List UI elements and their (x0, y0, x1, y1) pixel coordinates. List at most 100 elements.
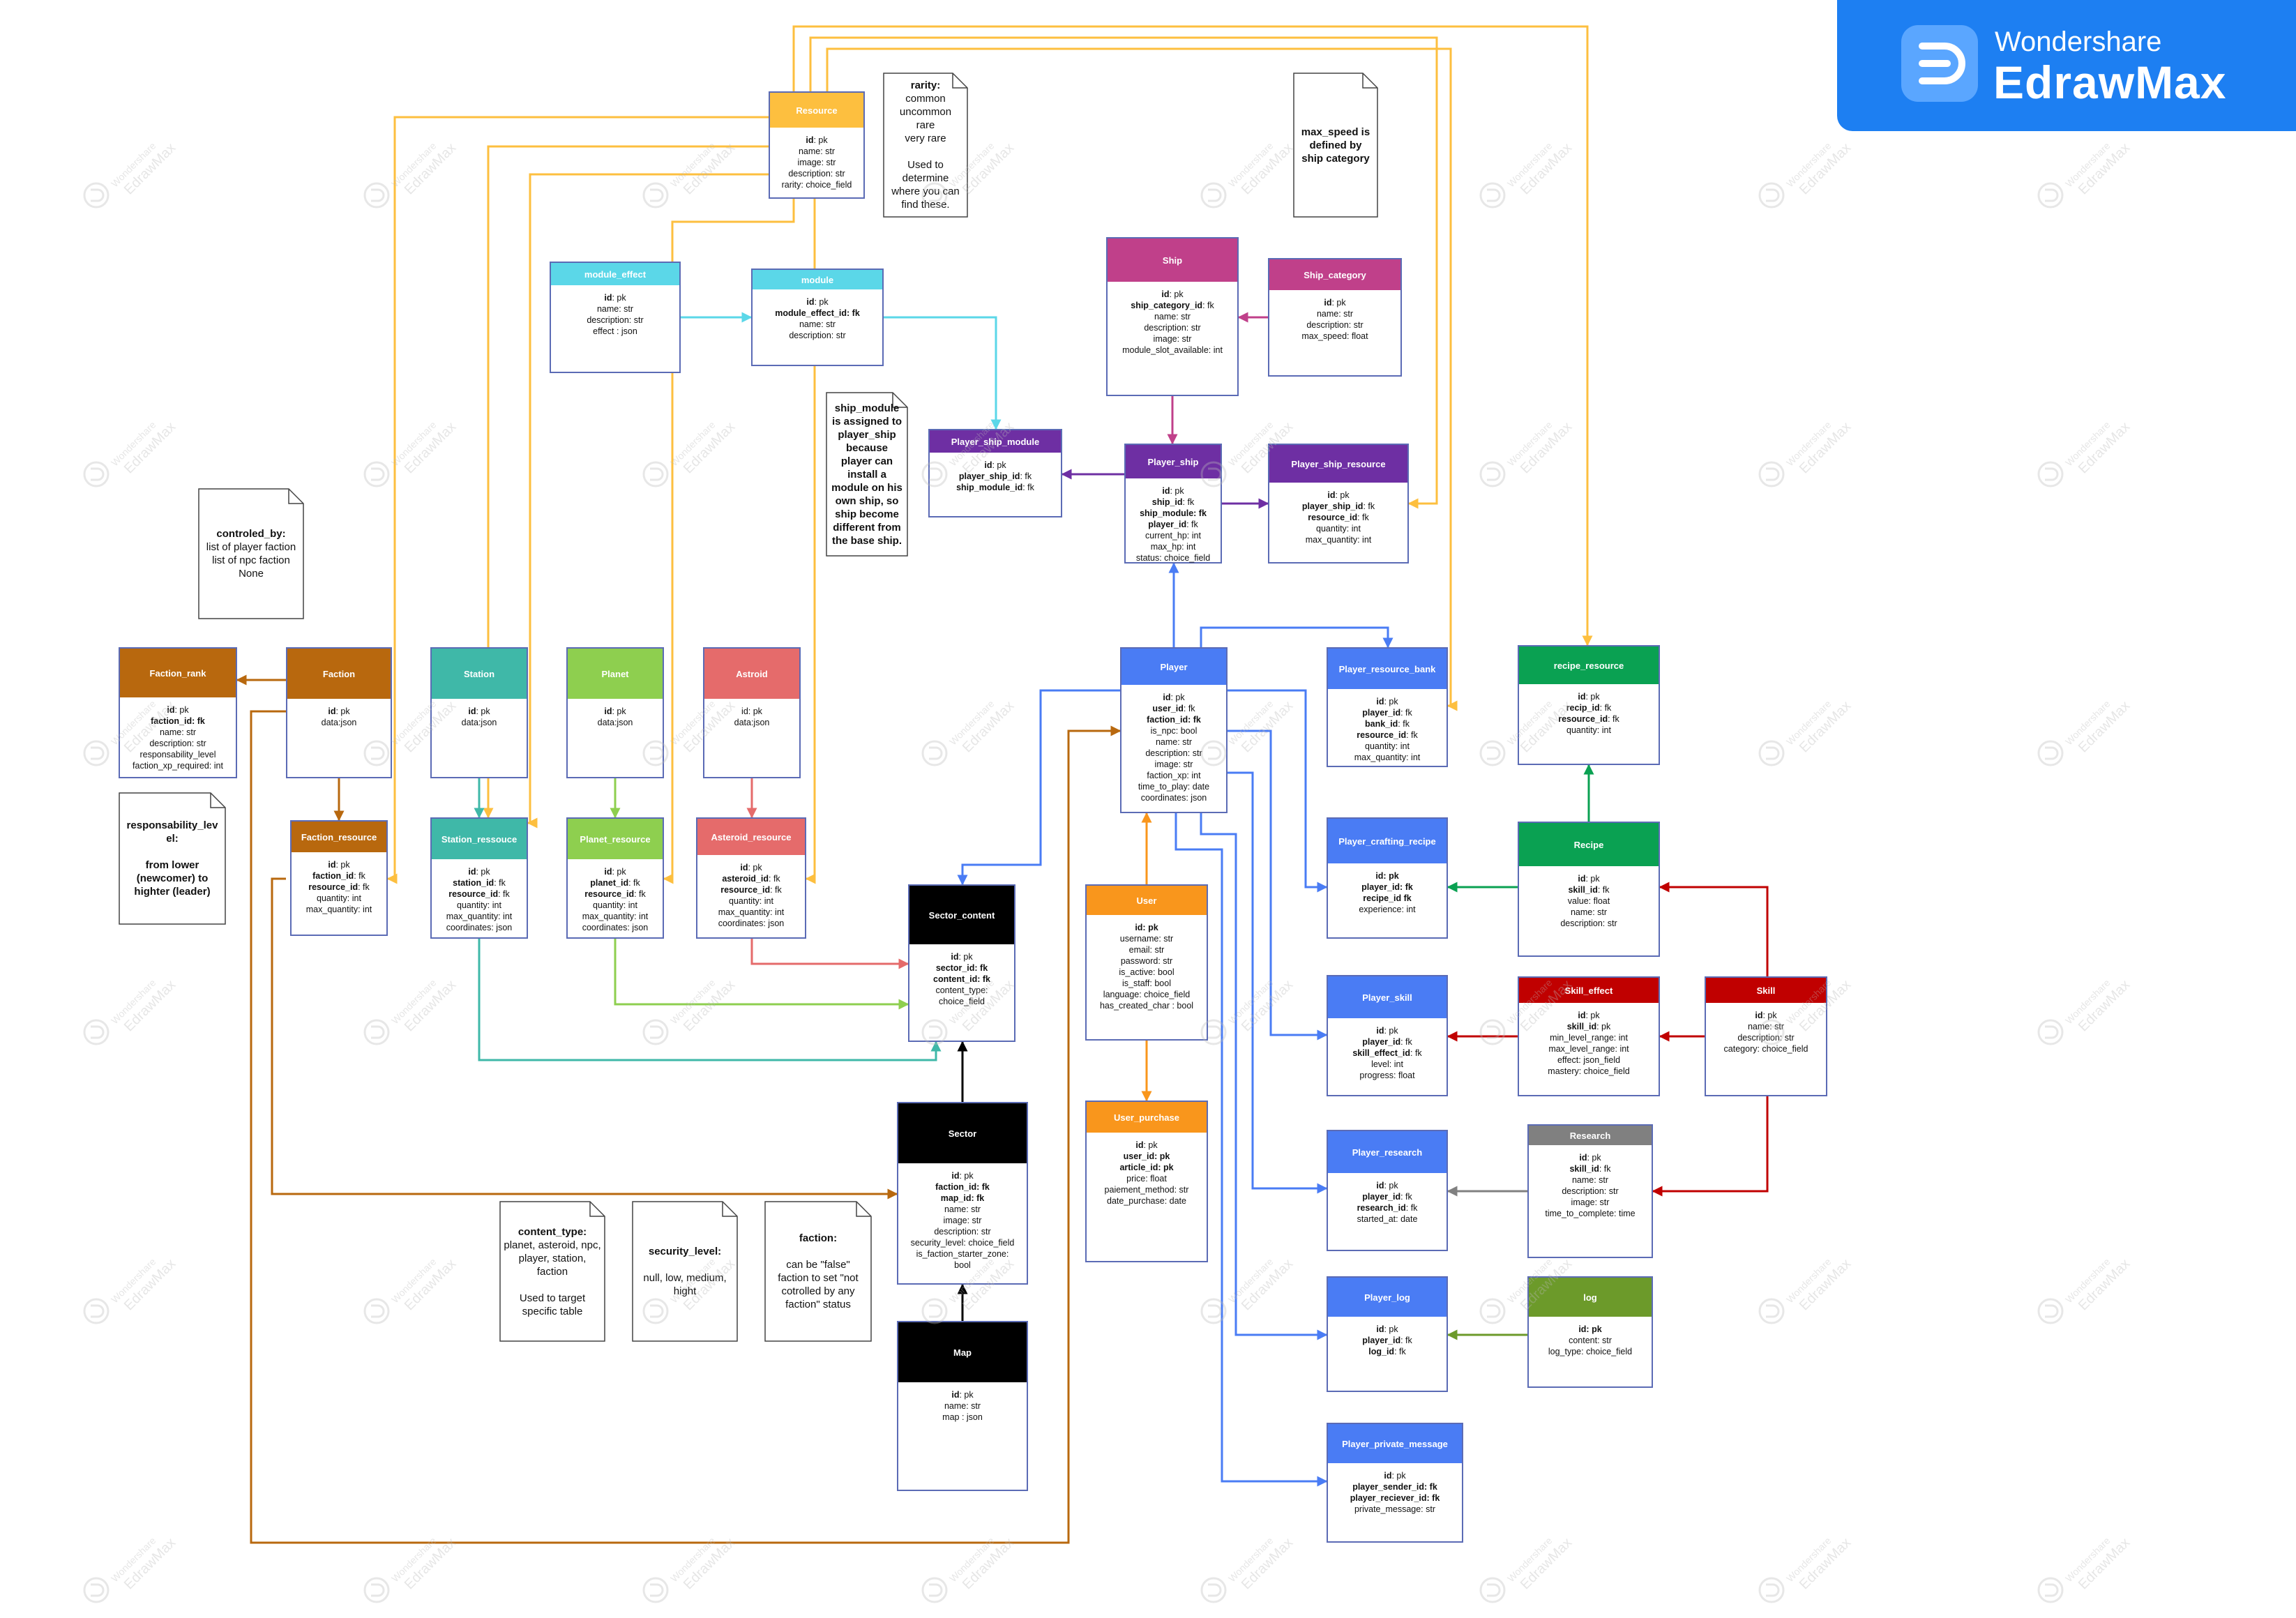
entity-field: id: pk (1755, 1011, 1777, 1020)
note-line: controled_by: (216, 528, 286, 540)
entity-field: experience: int (1359, 905, 1416, 914)
note-line: common (905, 93, 946, 105)
entity-title: Faction_rank (120, 649, 236, 697)
link-player-private-message (1175, 813, 1328, 1487)
link-skill-research (1652, 1096, 1769, 1197)
entity-field: mastery: choice_field (1548, 1066, 1630, 1076)
entity-field: max_quantity: int (1354, 753, 1421, 762)
note-line: planet, asteroid, npc, (504, 1239, 601, 1251)
entity-field: player_id: fk (1362, 1037, 1412, 1047)
entity-field: is_npc: bool (1150, 726, 1198, 736)
entity-field: id: pk (1327, 490, 1350, 500)
entity-title: Player_ship_module (930, 430, 1061, 453)
link-player-research (1228, 771, 1328, 1194)
link-planet-sector-content (614, 939, 909, 1010)
entity-field: id: pk (740, 863, 762, 872)
note-line (504, 1278, 601, 1292)
note-line: faction" status (785, 1299, 851, 1310)
entity-field: private_message: str (1354, 1504, 1436, 1514)
entity-field: content_id: fk (933, 974, 990, 984)
entity-field: id: pk (328, 860, 350, 870)
entity-field: id: pk (1578, 874, 1600, 884)
link-player-log (1200, 813, 1328, 1340)
note-line: content_type: (518, 1225, 587, 1238)
brand-banner: Wondershare EdrawMax (1837, 0, 2296, 131)
entity-field: skill_id: pk (1566, 1022, 1611, 1031)
edrawmax-logo-icon (1901, 25, 1978, 102)
note-line: defined by (1309, 139, 1362, 151)
entity-field: faction_id: fk (312, 871, 365, 881)
entity-title: Map (898, 1322, 1027, 1382)
entity-field: bank_id: fk (1365, 719, 1410, 729)
entity-field: status: choice_field (1135, 553, 1211, 563)
note-line: from lower (145, 859, 199, 871)
entity-field: id: pk (1162, 486, 1184, 496)
entity-field: name: str (1155, 737, 1193, 747)
entity-title: Skill (1706, 978, 1826, 1003)
note-line: where you can (891, 186, 960, 197)
entity-field: choice_field (938, 997, 985, 1006)
note-line (636, 1258, 734, 1271)
entity-field: faction_xp_required: int (133, 761, 223, 771)
entity-field: id: pk (806, 135, 828, 145)
entity-field: name: str (1747, 1022, 1785, 1031)
entity-title: recipe_resource (1519, 647, 1659, 684)
entity-field: player_sender_id: fk (1352, 1482, 1437, 1492)
entity-field: description: str (1560, 918, 1617, 928)
entity-field: id: pk (1163, 693, 1185, 702)
entity-field: id: pk (1376, 697, 1398, 706)
entity-field: date_purchase: date (1107, 1196, 1186, 1206)
note-security-level: security_level: null, low, medium,hight (632, 1201, 738, 1342)
entity-field: research_id: fk (1357, 1203, 1418, 1213)
entity-field: name: str (798, 146, 836, 156)
note-line: is assigned to (831, 415, 902, 428)
entity-field: max_quantity: int (305, 905, 372, 914)
entity-field: faction_id: fk (151, 716, 205, 726)
entity-field: image: str (1153, 334, 1192, 344)
entity-field: id: pk (1579, 1153, 1601, 1163)
